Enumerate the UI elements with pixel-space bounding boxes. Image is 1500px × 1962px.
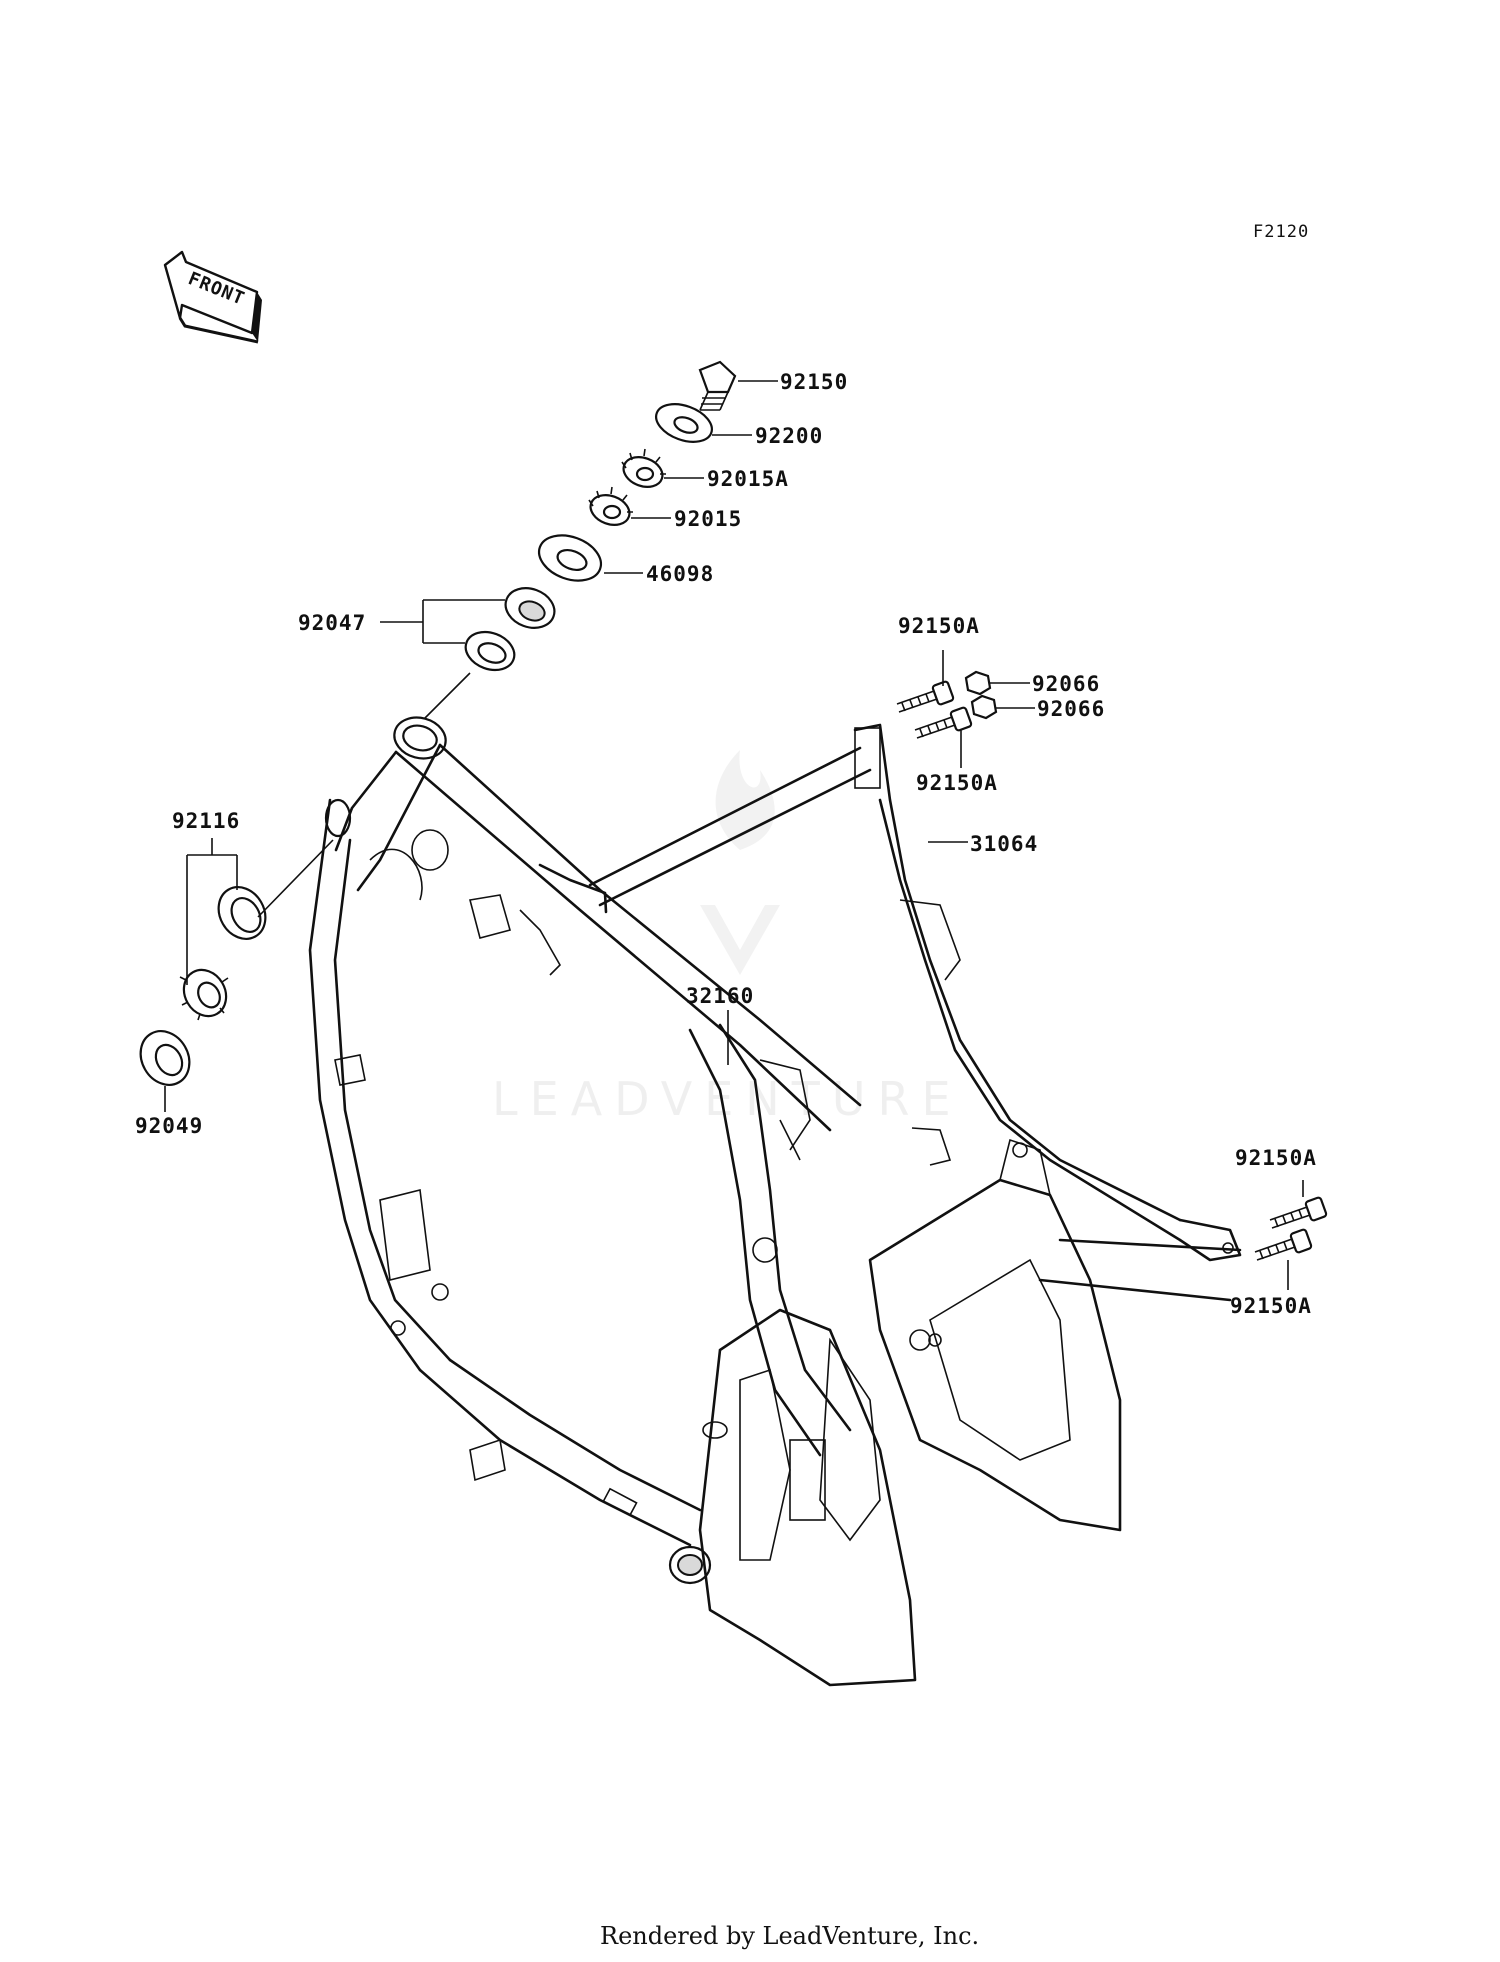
nut-92015-icon <box>588 486 633 526</box>
label-92015: 92015 <box>674 507 742 531</box>
bolt-92150a-top-1-icon <box>896 680 955 713</box>
bolt-92150-icon <box>698 360 737 411</box>
label-92200: 92200 <box>755 424 823 448</box>
label-92015a: 92015A <box>707 467 789 491</box>
label-46098: 46098 <box>646 562 714 586</box>
front-arrow-icon: FRONT <box>163 250 262 344</box>
label-92066-1: 92066 <box>1032 672 1100 696</box>
bolt-92150a-rear-2-icon <box>1254 1228 1313 1261</box>
label-92049: 92049 <box>135 1114 203 1138</box>
label-92116: 92116 <box>172 809 240 833</box>
bolt-92150a-rear-1-icon <box>1269 1196 1328 1229</box>
nut-92116-icon <box>179 968 229 1021</box>
label-31064: 31064 <box>970 832 1038 856</box>
footer-credit: Rendered by LeadVenture, Inc. <box>600 1922 979 1950</box>
race-92116-icon <box>217 886 267 940</box>
seal-46098-icon <box>537 534 603 582</box>
seal-92049-icon <box>139 1030 191 1086</box>
nut-92015a-icon <box>621 448 666 488</box>
nut-92066-1-icon <box>964 670 992 696</box>
label-92150: 92150 <box>780 370 848 394</box>
label-92150a-top-2: 92150A <box>916 771 998 795</box>
frame-32160-icon <box>308 716 1242 1687</box>
label-92047: 92047 <box>298 611 366 635</box>
label-92150a-rear-1: 92150A <box>1235 1146 1317 1170</box>
bearing-92047-upper-icon <box>504 587 556 629</box>
bolt-92150a-top-2-icon <box>914 706 973 739</box>
bearing-92047-lower-icon <box>464 630 516 672</box>
washer-92200-icon <box>655 403 713 443</box>
figure-code: F2120 <box>1253 222 1309 242</box>
label-32160: 32160 <box>686 984 754 1008</box>
label-92066-2: 92066 <box>1037 697 1105 721</box>
label-92150a-top-1: 92150A <box>898 614 980 638</box>
label-92150a-rear-2: 92150A <box>1230 1294 1312 1318</box>
nut-92066-2-icon <box>970 694 998 720</box>
watermark-text: LEADVENTURE <box>492 1072 963 1126</box>
